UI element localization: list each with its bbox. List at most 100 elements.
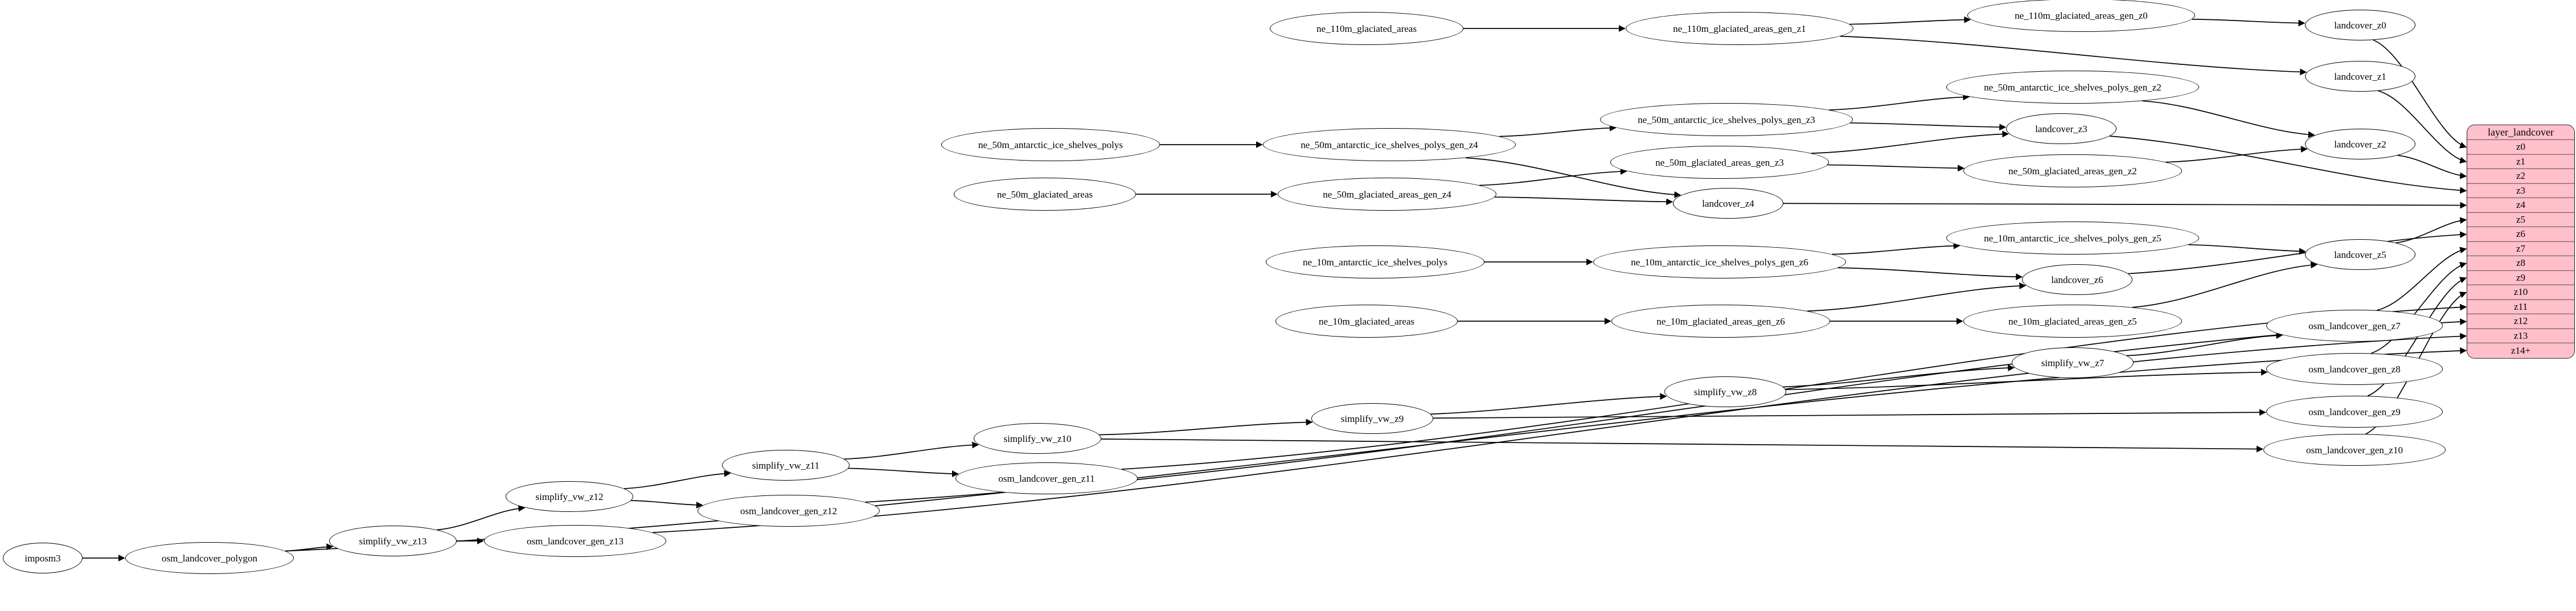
graph-node-label: landcover_z6 <box>2051 274 2103 285</box>
graph-node-ne-50m-antarctic-ice-shelves-polys-gen-z2[interactable]: ne_50m_antarctic_ice_shelves_polys_gen_z… <box>1946 71 2199 104</box>
graph-edge <box>848 468 959 477</box>
graph-node-simplify-vw-z8[interactable]: simplify_vw_z8 <box>1664 376 1786 407</box>
graph-edge <box>2128 231 2467 274</box>
table-node-row-z11[interactable]: z11 <box>2467 300 2574 314</box>
graph-node-simplify-vw-z11[interactable]: simplify_vw_z11 <box>722 450 850 481</box>
table-node-row-z13[interactable]: z13 <box>2467 329 2574 343</box>
graph-node-ne-50m-antarctic-ice-shelves-polys[interactable]: ne_50m_antarctic_ice_shelves_polys <box>941 128 1160 161</box>
table-node-row-z9[interactable]: z9 <box>2467 270 2574 285</box>
graph-node-label: ne_50m_glaciated_areas_gen_z4 <box>1323 188 1451 200</box>
graph-edge <box>1465 157 1681 198</box>
graph-node-ne-50m-glaciated-areas-gen-z3[interactable]: ne_50m_glaciated_areas_gen_z3 <box>1610 146 1829 179</box>
graph-node-osm-landcover-gen-z7[interactable]: osm_landcover_gen_z7 <box>2266 310 2443 342</box>
graph-node-ne-50m-antarctic-ice-shelves-polys-gen-z4[interactable]: ne_50m_antarctic_ice_shelves_polys_gen_z… <box>1263 128 1516 161</box>
graph-node-simplify-vw-z12[interactable]: simplify_vw_z12 <box>506 481 633 512</box>
graph-node-ne-10m-antarctic-ice-shelves-polys[interactable]: ne_10m_antarctic_ice_shelves_polys <box>1266 245 1484 278</box>
graph-node-osm-landcover-gen-z8[interactable]: osm_landcover_gen_z8 <box>2266 353 2443 385</box>
graph-node-ne-10m-glaciated-areas[interactable]: ne_10m_glaciated_areas <box>1275 305 1458 338</box>
table-node-row-z1[interactable]: z1 <box>2467 154 2574 169</box>
graph-node-label: simplify_vw_z9 <box>1340 413 1404 424</box>
graph-node-landcover-z5[interactable]: landcover_z5 <box>2305 239 2415 270</box>
graph-node-label: ne_10m_glaciated_areas_gen_z5 <box>2008 315 2137 327</box>
graph-node-ne-110m-glaciated-areas-gen-z0[interactable]: ne_110m_glaciated_areas_gen_z0 <box>1967 0 2195 32</box>
graph-edge <box>1495 196 1673 206</box>
graph-node-label: imposm3 <box>24 552 61 564</box>
graph-node-label: ne_10m_antarctic_ice_shelves_polys_gen_z… <box>1984 232 2161 244</box>
graph-node-osm-landcover-gen-z13[interactable]: osm_landcover_gen_z13 <box>484 525 666 557</box>
graph-edge <box>2370 261 2467 354</box>
graph-node-label: osm_landcover_gen_z10 <box>2306 444 2403 456</box>
graph-node-simplify-vw-z10[interactable]: simplify_vw_z10 <box>974 423 1101 454</box>
graph-edge <box>1840 35 2307 76</box>
graph-edge <box>1783 202 2467 209</box>
graph-edge <box>624 470 731 489</box>
graph-node-ne-50m-glaciated-areas-gen-z2[interactable]: ne_50m_glaciated_areas_gen_z2 <box>1963 154 2182 187</box>
graph-node-label: ne_10m_antarctic_ice_shelves_polys_gen_z… <box>1631 256 1808 268</box>
graph-node-label: ne_10m_glaciated_areas_gen_z6 <box>1656 315 1785 327</box>
graph-edge <box>2397 155 2467 179</box>
graph-edge <box>2188 244 2306 255</box>
graph-node-ne-50m-antarctic-ice-shelves-polys-gen-z3[interactable]: ne_50m_antarctic_ice_shelves_polys_gen_z… <box>1600 103 1853 136</box>
table-node-row-z3[interactable]: z3 <box>2467 183 2574 198</box>
graph-node-label: osm_landcover_gen_z12 <box>740 505 837 516</box>
graph-edge <box>2126 332 2283 356</box>
graph-node-landcover-z2[interactable]: landcover_z2 <box>2305 129 2415 159</box>
graph-edge <box>631 500 703 509</box>
graph-node-ne-10m-glaciated-areas-gen-z6[interactable]: ne_10m_glaciated_areas_gen_z6 <box>1611 305 1830 338</box>
graph-node-ne-110m-glaciated-areas[interactable]: ne_110m_glaciated_areas <box>1270 12 1463 45</box>
graph-node-landcover-z4[interactable]: landcover_z4 <box>1673 188 1783 219</box>
graph-node-label: ne_110m_glaciated_areas_gen_z1 <box>1673 23 1806 34</box>
table-node-row-z2[interactable]: z2 <box>2467 169 2574 184</box>
graph-node-ne-10m-antarctic-ice-shelves-polys-gen-z6[interactable]: ne_10m_antarctic_ice_shelves_polys_gen_z… <box>1593 245 1846 278</box>
table-node-row-z0[interactable]: z0 <box>2467 140 2574 155</box>
graph-edge <box>2165 146 2308 163</box>
table-node-row-z12[interactable]: z12 <box>2467 314 2574 329</box>
graph-node-osm-landcover-gen-z9[interactable]: osm_landcover_gen_z9 <box>2266 396 2443 428</box>
graph-node-label: landcover_z2 <box>2334 138 2386 150</box>
graph-node-ne-110m-glaciated-areas-gen-z1[interactable]: ne_110m_glaciated_areas_gen_z1 <box>1626 12 1853 45</box>
graph-node-osm-landcover-gen-z10[interactable]: osm_landcover_gen_z10 <box>2263 434 2446 466</box>
graph-edge <box>1430 393 1667 415</box>
table-node-row-z10[interactable]: z10 <box>2467 285 2574 300</box>
graph-node-osm-landcover-gen-z11[interactable]: osm_landcover_gen_z11 <box>955 462 1138 494</box>
graph-node-label: landcover_z1 <box>2334 71 2386 82</box>
graph-node-label: simplify_vw_z13 <box>359 535 427 547</box>
graph-node-simplify-vw-z9[interactable]: simplify_vw_z9 <box>1311 403 1433 434</box>
table-node-row-z7[interactable]: z7 <box>2467 241 2574 256</box>
graph-node-label: ne_110m_glaciated_areas_gen_z0 <box>2015 10 2148 21</box>
graph-node-landcover-z3[interactable]: landcover_z3 <box>2006 113 2116 144</box>
graph-node-label: landcover_z3 <box>2035 123 2087 134</box>
graph-node-simplify-vw-z13[interactable]: simplify_vw_z13 <box>329 526 457 556</box>
graph-edge <box>2132 261 2318 308</box>
graph-node-label: ne_10m_antarctic_ice_shelves_polys <box>1303 256 1447 268</box>
table-node-row-z4[interactable]: z4 <box>2467 198 2574 213</box>
graph-node-label: ne_10m_glaciated_areas <box>1318 315 1415 327</box>
graph-node-ne-50m-glaciated-areas[interactable]: ne_50m_glaciated_areas <box>954 178 1136 211</box>
graph-node-landcover-z6[interactable]: landcover_z6 <box>2022 264 2132 295</box>
graph-edge <box>2378 90 2467 164</box>
graph-node-label: simplify_vw_z12 <box>535 491 604 502</box>
graph-node-simplify-vw-z7[interactable]: simplify_vw_z7 <box>2012 347 2134 378</box>
table-node-row-z6[interactable]: z6 <box>2467 227 2574 242</box>
graph-node-osm-landcover-gen-z12[interactable]: osm_landcover_gen_z12 <box>698 495 880 527</box>
graph-node-landcover-z1[interactable]: landcover_z1 <box>2305 61 2415 92</box>
graph-node-label: simplify_vw_z8 <box>1693 386 1757 397</box>
graph-node-ne-50m-glaciated-areas-gen-z4[interactable]: ne_50m_glaciated_areas_gen_z4 <box>1278 178 1496 211</box>
graph-node-label: ne_50m_antarctic_ice_shelves_polys_gen_z… <box>1638 114 1815 125</box>
graph-node-imposm3[interactable]: imposm3 <box>3 543 83 573</box>
table-node-row-z8[interactable]: z8 <box>2467 256 2574 271</box>
graph-edge <box>2373 39 2467 149</box>
table-node-row-z14plus[interactable]: z14+ <box>2467 343 2574 358</box>
table-node-row-z5[interactable]: z5 <box>2467 212 2574 227</box>
graph-node-landcover-z0[interactable]: landcover_z0 <box>2305 10 2415 40</box>
graph-edge <box>1832 242 1960 255</box>
graph-node-label: ne_50m_antarctic_ice_shelves_polys_gen_z… <box>1301 139 1478 150</box>
graph-node-label: ne_50m_glaciated_areas_gen_z3 <box>1655 157 1784 168</box>
graph-node-osm-landcover-polygon[interactable]: osm_landcover_polygon <box>125 542 294 574</box>
graph-edge <box>1101 438 2263 453</box>
graph-node-ne-10m-antarctic-ice-shelves-polys-gen-z5[interactable]: ne_10m_antarctic_ice_shelves_polys_gen_z… <box>1946 222 2199 255</box>
graph-node-label: landcover_z4 <box>1702 198 1754 209</box>
graph-node-ne-10m-glaciated-areas-gen-z5[interactable]: ne_10m_glaciated_areas_gen_z5 <box>1963 305 2182 338</box>
